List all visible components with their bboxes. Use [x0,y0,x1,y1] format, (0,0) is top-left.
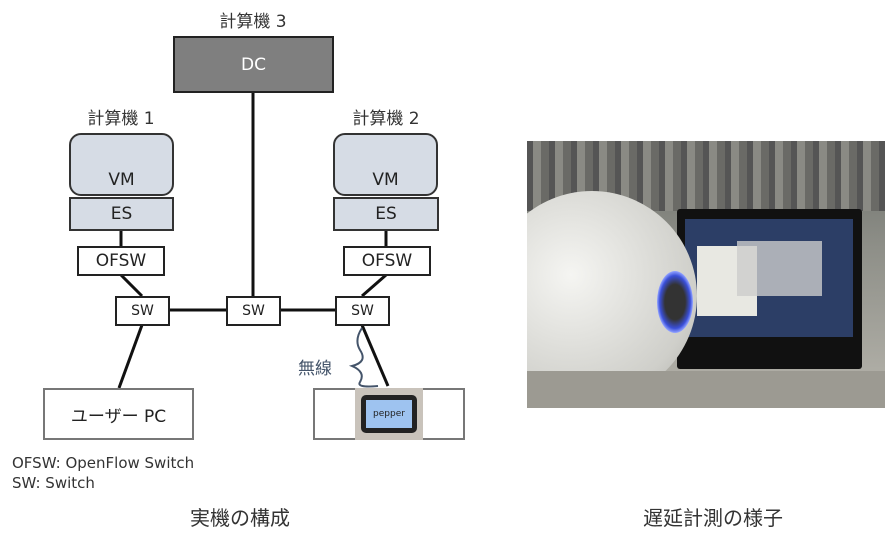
switch-2: SW [335,296,390,326]
user-pc-box: ユーザー PC [43,388,194,440]
wireless-brace [348,327,379,388]
legend-ofsw: OFSW: OpenFlow Switch [12,454,195,472]
dc-box: DC [173,36,334,93]
legend-sw: SW: Switch [12,474,95,492]
diagram-caption: 実機の構成 [190,506,290,530]
ofsw-box-1: OFSW [77,246,165,276]
wireless-label: 無線 [298,359,332,379]
pepper-screen-text: pepper [366,400,412,428]
vm-box-2: VM [333,133,438,196]
switch-1: SW [115,296,170,326]
computer2-label: 計算機 2 [352,109,420,129]
ofsw-box-2: OFSW [343,246,431,276]
vm-box-1: VM [69,133,174,196]
photo-caption: 遅延計測の様子 [643,506,783,530]
switch-center: SW [226,296,281,326]
computer3-label: 計算機 3 [219,12,287,32]
es-box-2: ES [333,197,439,231]
latency-measurement-photo [527,141,885,408]
pepper-box: pepper [313,388,465,440]
legend: OFSW: OpenFlow Switch SW: Switch [12,453,194,493]
pepper-tablet-image: pepper [355,388,423,440]
es-box-1: ES [69,197,174,231]
computer1-label: 計算機 1 [87,109,155,129]
